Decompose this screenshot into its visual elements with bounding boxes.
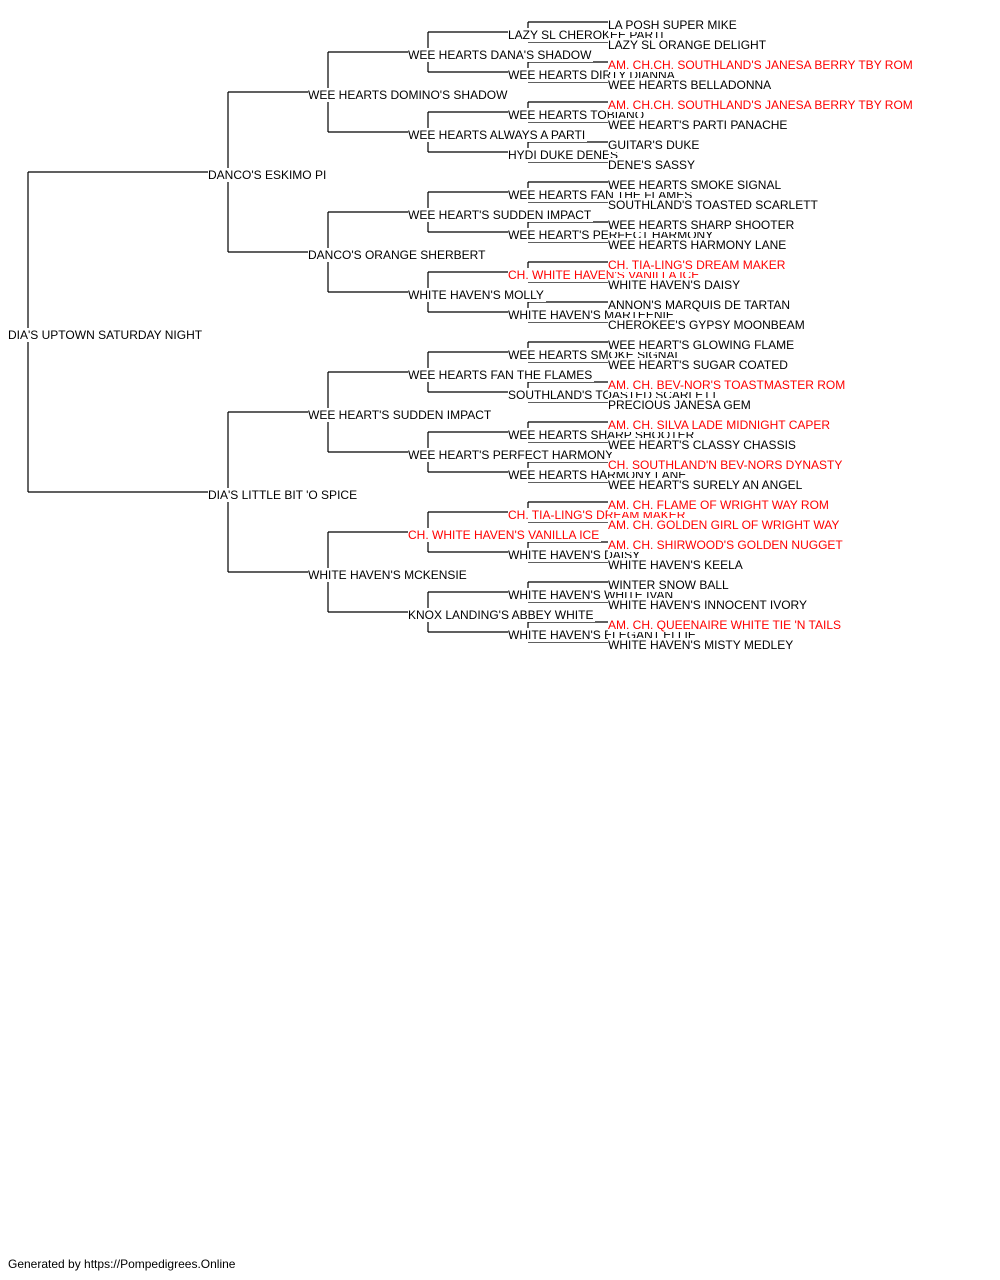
ancestor-name: GUITAR'S DUKE <box>608 138 702 152</box>
subject-name: DIA'S UPTOWN SATURDAY NIGHT <box>8 328 205 342</box>
ancestor-name: WEE HEART'S SUDDEN IMPACT <box>308 408 494 422</box>
ancestor-name: WEE HEARTS SMOKE SIGNAL <box>608 178 784 192</box>
ancestor-name: WHITE HAVEN'S MOLLY <box>408 288 546 302</box>
ancestor-name: LAZY SL ORANGE DELIGHT <box>608 38 769 52</box>
ancestor-name: AM. CH. QUEENAIRE WHITE TIE 'N TAILS <box>608 618 843 632</box>
ancestor-name: WEE HEART'S SURELY AN ANGEL <box>608 478 805 492</box>
ancestor-name: WEE HEART'S SUDDEN IMPACT <box>408 208 594 222</box>
ancestor-name: WHITE HAVEN'S DAISY <box>608 278 743 292</box>
ancestor-name: HYDI DUKE DENES <box>508 148 621 162</box>
ancestor-name: AM. CH.CH. SOUTHLAND'S JANESA BERRY TBY … <box>608 98 915 112</box>
ancestor-name: WEE HEARTS FAN THE FLAMES <box>408 368 595 382</box>
ancestor-name: WHITE HAVEN'S MISTY MEDLEY <box>608 638 796 652</box>
ancestor-name: CH. WHITE HAVEN'S VANILLA ICE <box>408 528 602 542</box>
ancestor-name: DIA'S LITTLE BIT 'O SPICE <box>208 488 360 502</box>
ancestor-name: WEE HEARTS DANA'S SHADOW <box>408 48 594 62</box>
ancestor-name: SOUTHLAND'S TOASTED SCARLETT <box>608 198 820 212</box>
ancestor-name: PRECIOUS JANESA GEM <box>608 398 753 412</box>
ancestor-name: ANNON'S MARQUIS DE TARTAN <box>608 298 793 312</box>
ancestor-name: WHITE HAVEN'S INNOCENT IVORY <box>608 598 809 612</box>
ancestor-name: AM. CH. FLAME OF WRIGHT WAY ROM <box>608 498 831 512</box>
ancestor-name: AM. CH. BEV-NOR'S TOASTMASTER ROM <box>608 378 848 392</box>
ancestor-name: DANCO'S ORANGE SHERBERT <box>308 248 488 262</box>
ancestor-name: DENE'S SASSY <box>608 158 697 172</box>
ancestor-name: KNOX LANDING'S ABBEY WHITE <box>408 608 596 622</box>
ancestor-name: WEE HEART'S SUGAR COATED <box>608 358 790 372</box>
ancestor-name: AM. CH. SILVA LADE MIDNIGHT CAPER <box>608 418 833 432</box>
ancestor-name: WEE HEARTS ALWAYS A PARTI <box>408 128 588 142</box>
footer-credit: Generated by https://Pompedigrees.Online <box>8 1257 236 1271</box>
ancestor-name: WEE HEART'S CLASSY CHASSIS <box>608 438 798 452</box>
ancestor-name: CH. TIA-LING'S DREAM MAKER <box>608 258 788 272</box>
ancestor-name: WEE HEARTS HARMONY LANE <box>608 238 789 252</box>
ancestor-name: WHITE HAVEN'S MCKENSIE <box>308 568 469 582</box>
ancestor-name: CH. SOUTHLAND'N BEV-NORS DYNASTY <box>608 458 845 472</box>
ancestor-name: AM. CH.CH. SOUTHLAND'S JANESA BERRY TBY … <box>608 58 915 72</box>
ancestor-name: AM. CH. GOLDEN GIRL OF WRIGHT WAY <box>608 518 842 532</box>
ancestor-name: LA POSH SUPER MIKE <box>608 18 739 32</box>
ancestor-name: WEE HEART'S GLOWING FLAME <box>608 338 797 352</box>
ancestor-name: AM. CH. SHIRWOOD'S GOLDEN NUGGET <box>608 538 845 552</box>
ancestor-name: CHEROKEE'S GYPSY MOONBEAM <box>608 318 807 332</box>
ancestor-name: WEE HEART'S PERFECT HARMONY <box>408 448 616 462</box>
ancestor-name: WEE HEARTS BELLADONNA <box>608 78 774 92</box>
ancestor-name: WHITE HAVEN'S KEELA <box>608 558 745 572</box>
ancestor-name: WINTER SNOW BALL <box>608 578 731 592</box>
ancestor-name: WEE HEART'S PARTI PANACHE <box>608 118 790 132</box>
ancestor-name: WEE HEARTS SHARP SHOOTER <box>608 218 797 232</box>
ancestor-name: WEE HEARTS DOMINO'S SHADOW <box>308 88 510 102</box>
ancestor-name: DANCO'S ESKIMO PI <box>208 168 329 182</box>
